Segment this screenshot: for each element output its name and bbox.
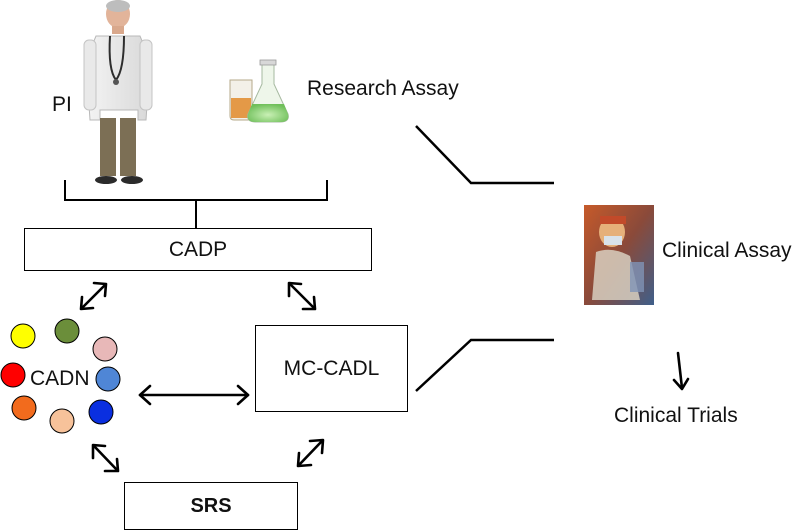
cadn-node (0, 362, 26, 388)
cadn-node-cluster (0, 318, 121, 434)
cadn-node (95, 366, 121, 392)
cadn-node (92, 336, 118, 362)
arrow-cadn-srs (91, 443, 120, 473)
lab-flasks-image (229, 59, 289, 123)
pi-person-image (83, 0, 153, 184)
cadn-label: CADN (30, 367, 90, 390)
arrow-cadn-mccadl (138, 384, 250, 406)
arrow-cadp-mccadl (287, 281, 317, 311)
cadp-label: CADP (168, 237, 228, 261)
mc-cadl-label: MC-CADL (283, 356, 380, 380)
research-assay-label: Research Assay (307, 77, 459, 100)
arrows (79, 281, 690, 473)
cadn-node (11, 395, 37, 421)
srs-box: SRS (124, 482, 298, 530)
arrow-to-clinical-trials (672, 351, 690, 391)
pi-label: PI (52, 93, 72, 116)
cadn-node (54, 318, 80, 344)
arrow-mccadl-srs (296, 438, 325, 468)
srs-label: SRS (190, 494, 232, 517)
cadp-box: CADP (24, 228, 372, 271)
cadn-node (49, 408, 75, 434)
mc-cadl-box: MC-CADL (255, 325, 408, 412)
arrow-cadp-cadn (79, 281, 108, 311)
cadn-node (10, 323, 36, 349)
clinical-assay-label: Clinical Assay (662, 239, 792, 262)
pi-bracket (64, 180, 328, 228)
clinical-trials-label: Clinical Trials (614, 404, 738, 427)
cadn-node (88, 399, 114, 425)
funnel-lines (415, 125, 554, 392)
clinician-image (584, 205, 654, 305)
